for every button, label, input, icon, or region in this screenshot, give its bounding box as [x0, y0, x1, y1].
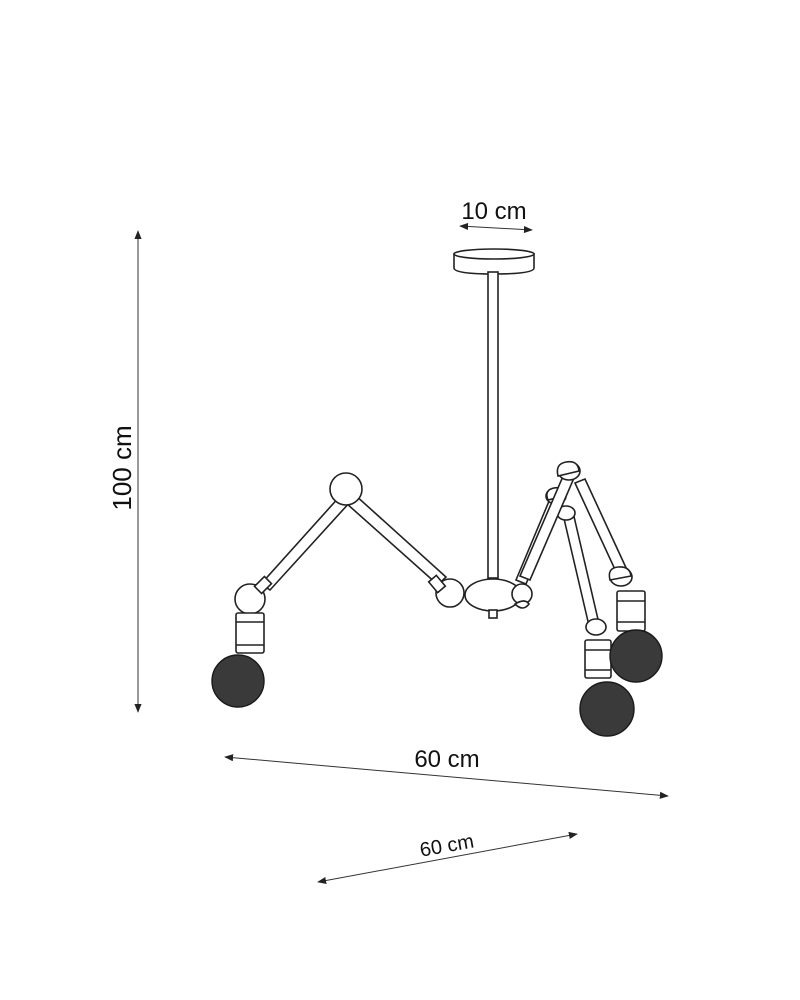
right-arm-back — [518, 460, 663, 683]
front-right-bulb — [579, 681, 635, 737]
width-dimension: 60 cm — [224, 746, 669, 799]
canopy-width-label: 10 cm — [461, 198, 526, 225]
central-hub — [464, 578, 533, 619]
depth-label: 60 cm — [418, 831, 475, 862]
height-label: 100 cm — [107, 425, 137, 510]
canopy-dimension: 10 cm — [459, 198, 533, 234]
suspension-rod — [487, 271, 499, 579]
left-arm — [211, 472, 465, 708]
ceiling-canopy — [453, 248, 535, 275]
width-label: 60 cm — [414, 746, 479, 773]
back-right-bulb — [609, 629, 663, 683]
left-bulb — [211, 654, 265, 708]
depth-dimension: 60 cm — [317, 831, 578, 885]
height-dimension: 100 cm — [107, 230, 142, 713]
